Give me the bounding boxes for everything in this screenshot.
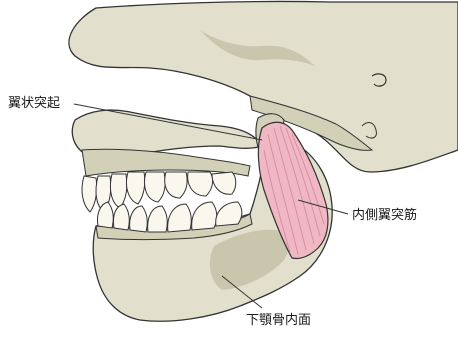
upper-tooth: [188, 172, 213, 196]
upper-tooth: [165, 172, 187, 198]
upper-tooth: [212, 172, 236, 194]
label-medial-pterygoid: 内側翼突筋: [352, 207, 417, 223]
lower-tooth: [113, 204, 129, 230]
label-pterygoid-process: 翼状突起: [8, 95, 60, 111]
lower-tooth: [192, 202, 217, 230]
upper-tooth: [110, 174, 126, 208]
label-mandible-inner-surface: 下顎骨内面: [246, 312, 311, 328]
upper-tooth: [126, 172, 144, 204]
lower-tooth: [168, 204, 192, 232]
upper-tooth: [145, 172, 166, 202]
upper-tooth: [82, 176, 97, 212]
lower-tooth: [130, 206, 148, 232]
lower-tooth: [148, 206, 168, 232]
lower-tooth: [216, 202, 242, 226]
